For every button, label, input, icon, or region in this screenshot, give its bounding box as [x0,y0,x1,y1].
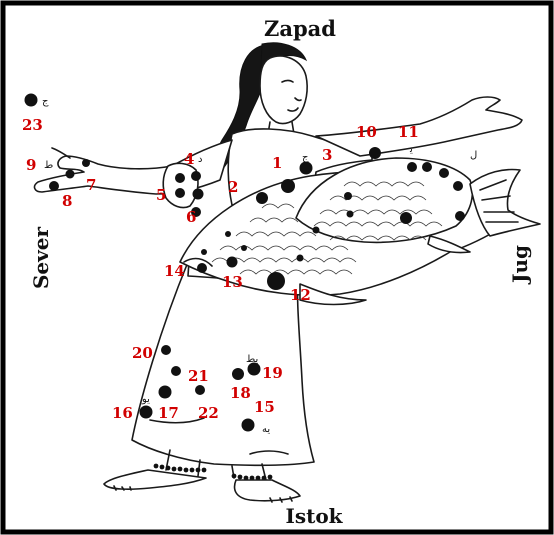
star-number-11: 11 [398,123,419,141]
star-fish-b [347,211,354,218]
svg-text:ﺝ: ﺝ [302,152,309,163]
star-23 [25,94,38,107]
star-18 [232,368,244,380]
star-13 [227,257,238,268]
star-number-8: 8 [62,192,72,210]
star-number-16: 16 [112,404,133,422]
star-number-18: 18 [230,384,251,402]
star-fish-c [400,212,412,224]
star-5 [175,188,185,198]
direction-west-label: Zapad [264,16,336,41]
svg-text:ﺩ: ﺩ [198,154,202,165]
star-22 [195,385,205,395]
star-21 [171,366,181,376]
star-number-14: 14 [164,262,185,280]
star-number-13: 13 [222,273,243,291]
star-20 [161,345,171,355]
star-4 [175,173,185,183]
star-number-3: 3 [322,146,332,164]
star-17-a [159,386,172,399]
star-number-20: 20 [132,344,153,362]
star-number-19: 19 [262,364,283,382]
svg-text:ﻝ: ﻝ [470,150,477,161]
star-11-a [407,162,417,172]
star-number-7: 7 [86,176,96,194]
star-9-b [82,159,90,167]
svg-text:ﻳ: ﻳ [409,144,413,155]
star-11-d [453,181,463,191]
star-5-b [193,189,204,200]
svg-text:ﺝ: ﺝ [42,96,49,107]
svg-text:ﻳﻪ: ﻳﻪ [262,424,270,435]
star-14 [197,263,207,273]
star-11-b [422,162,432,172]
star-2 [256,192,268,204]
svg-text:ﻳﻂ: ﻳﻂ [246,354,258,365]
star-3 [300,162,313,175]
star-4-b [191,171,201,181]
direction-north-label: Sever [29,227,53,290]
svg-text:ﻳﻮ: ﻳﻮ [141,394,150,405]
star-number-4: 4 [184,150,194,168]
star-fish-a [344,192,352,200]
star-fish-d [455,211,465,221]
star-number-10: 10 [356,123,377,141]
star-number-9: 9 [26,156,36,174]
star-number-22: 22 [198,404,219,422]
star-number-2: 2 [228,178,238,196]
star-number-5: 5 [156,186,166,204]
star-12 [267,272,285,290]
star-11-c [439,168,449,178]
star-number-23: 23 [22,116,43,134]
direction-south-label: Jug [508,245,532,285]
star-number-21: 21 [188,367,209,385]
svg-text:ﻁ: ﻁ [44,160,53,171]
star-number-17: 17 [158,404,179,422]
star-number-1: 1 [272,154,282,172]
direction-east-label: Istok [285,504,343,528]
star-15 [242,419,255,432]
star-10 [369,147,381,159]
star-number-12: 12 [290,286,311,304]
star-7 [66,170,75,179]
star-fish-e [313,227,320,234]
star-8 [49,181,59,191]
star-fish-h [297,255,304,262]
star-fish-g [241,245,247,251]
star-1 [281,179,295,193]
star-number-6: 6 [186,208,196,226]
star-fish-f [225,231,231,237]
star-16 [140,406,153,419]
star-number-15: 15 [254,398,275,416]
